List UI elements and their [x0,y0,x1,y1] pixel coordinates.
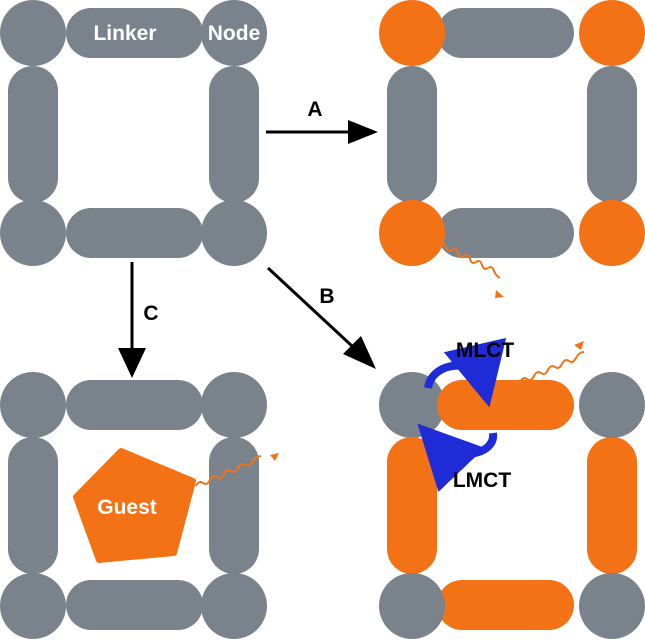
guest-label: Guest [97,496,157,519]
node-top-right [579,0,645,66]
emission-wave-icon [519,341,585,383]
arrow-b-head-icon [343,336,376,369]
arrow-c-label: C [143,302,158,325]
node-bottom-left [379,573,445,639]
linker-bottom [437,580,574,630]
linker-top [437,8,574,58]
node-top-left [0,0,66,66]
guest-pentagon-icon [73,448,196,563]
node-bottom-left [0,573,66,639]
node-bottom-right [579,573,645,639]
framework-node-emission [379,0,645,298]
framework-original: Linker Node [0,0,267,266]
node-bottom-left [379,200,445,266]
framework-linker-emission: MLCT LMCT [379,337,645,639]
arrow-c-head-icon [118,348,146,378]
linker-top [66,8,203,58]
mlct-label: MLCT [456,339,514,362]
lmct-arrow-icon [417,423,498,493]
arrow-a: A [266,98,378,144]
linker-top [66,380,203,430]
linker-bottom [437,208,574,258]
linker-right [587,437,637,574]
arrow-a-label: A [307,98,322,121]
linker-label: Linker [93,22,156,45]
node-top-right [579,372,645,438]
lmct-label: LMCT [453,469,511,492]
node-bottom-right [579,200,645,266]
linker-left [387,66,437,203]
arrow-b: B [266,266,376,369]
arrow-a-head-icon [348,120,378,144]
linker-left [387,437,437,574]
node-top-left [0,372,66,438]
linker-left [8,437,58,574]
node-top-right [201,372,267,438]
linker-bottom [66,208,203,258]
emission-wave-icon [195,453,279,487]
node-bottom-left [0,200,66,266]
mlct-arrow-icon [424,337,507,408]
linker-top [437,380,574,430]
node-bottom-right [201,573,267,639]
emission-wave-icon [439,242,504,298]
linker-left [8,66,58,203]
linker-right [209,437,259,574]
node-bottom-right [201,200,267,266]
arrow-c: C [118,262,159,378]
node-top-right [201,0,267,66]
arrow-b-label: B [319,285,334,308]
framework-guest-emission: Guest [0,372,279,639]
linker-right [587,66,637,203]
node-label: Node [208,22,261,45]
linker-right [209,66,259,203]
node-top-left [379,372,445,438]
linker-bottom [66,580,203,630]
node-top-left [379,0,445,66]
